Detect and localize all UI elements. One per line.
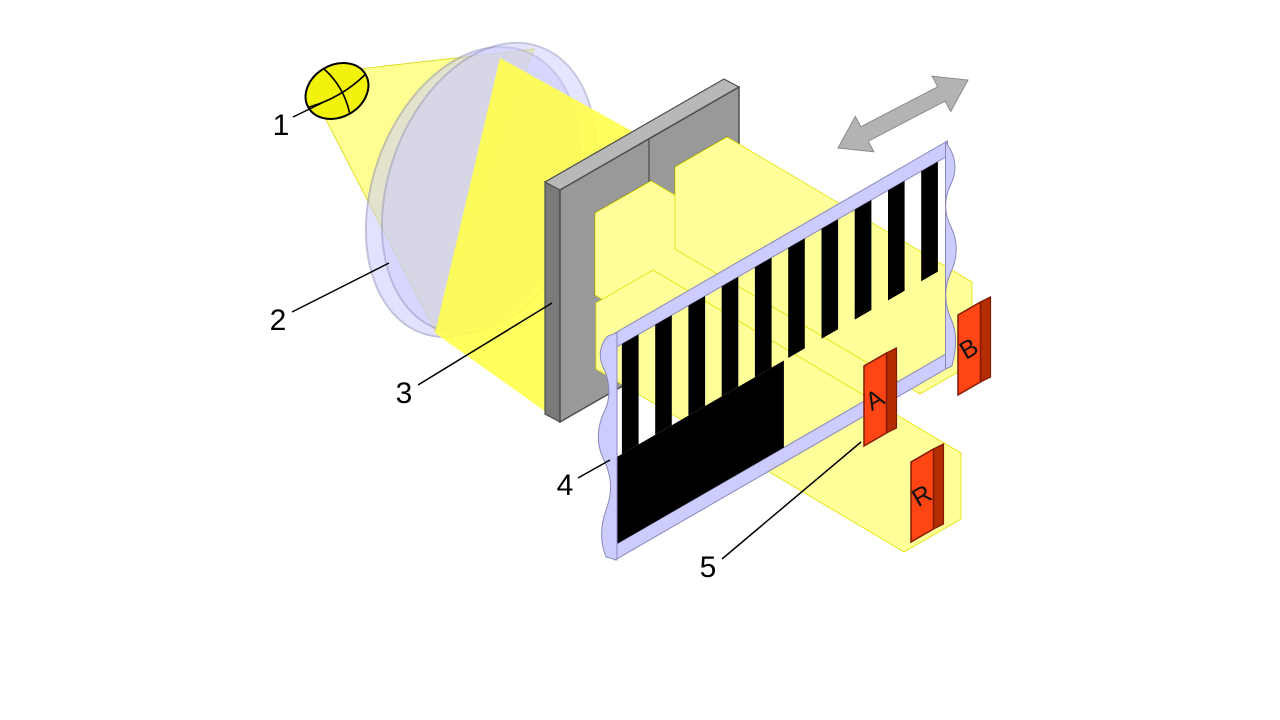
- code-stripe: [754, 257, 772, 378]
- callout-3-number: 3: [396, 377, 413, 410]
- callout-1-number: 1: [273, 109, 290, 142]
- callout-2-leader: [291, 262, 390, 313]
- detector-a-front-face: [863, 351, 888, 448]
- detector-a: A: [861, 347, 898, 448]
- strip-left-torn-edge: [597, 332, 618, 561]
- light-source: [304, 62, 370, 120]
- callout-5-number: 5: [700, 551, 717, 584]
- code-stripe: [621, 334, 639, 454]
- callout-2-number: 2: [270, 304, 287, 337]
- detector-b-side-face: [979, 296, 992, 383]
- code-stripe: [788, 238, 805, 358]
- detector-r: R: [907, 443, 945, 544]
- bulb-cross-vertical: [323, 68, 351, 113]
- detector-a-side-face: [885, 347, 898, 434]
- mask-left-side-face: [544, 181, 561, 423]
- code-stripe: [821, 219, 839, 339]
- motion-direction-arrow-icon: [837, 75, 969, 153]
- strip-right-torn-edge: [945, 140, 957, 370]
- code-stripe: [888, 180, 905, 301]
- code-stripe: [721, 276, 739, 397]
- code-stripe: [921, 161, 938, 282]
- detector-b-front-face: [957, 300, 982, 397]
- code-stripe: [688, 296, 706, 416]
- detector-b: B: [955, 296, 992, 397]
- bulb-cross-horizontal: [309, 74, 366, 108]
- callout-1-leader: [292, 102, 323, 118]
- detector-r-side-face: [932, 443, 945, 530]
- callout-4-number: 4: [557, 469, 574, 502]
- bulb-icon: [304, 62, 370, 120]
- callout-5-leader: [721, 441, 862, 560]
- detector-r-front-face: [910, 447, 935, 544]
- code-stripe: [655, 315, 672, 435]
- code-stripe: [854, 200, 872, 320]
- code-strip: [597, 140, 957, 561]
- callout-4-leader: [577, 459, 611, 479]
- callout-3-leader: [417, 302, 553, 386]
- reference-track-block: [615, 360, 784, 545]
